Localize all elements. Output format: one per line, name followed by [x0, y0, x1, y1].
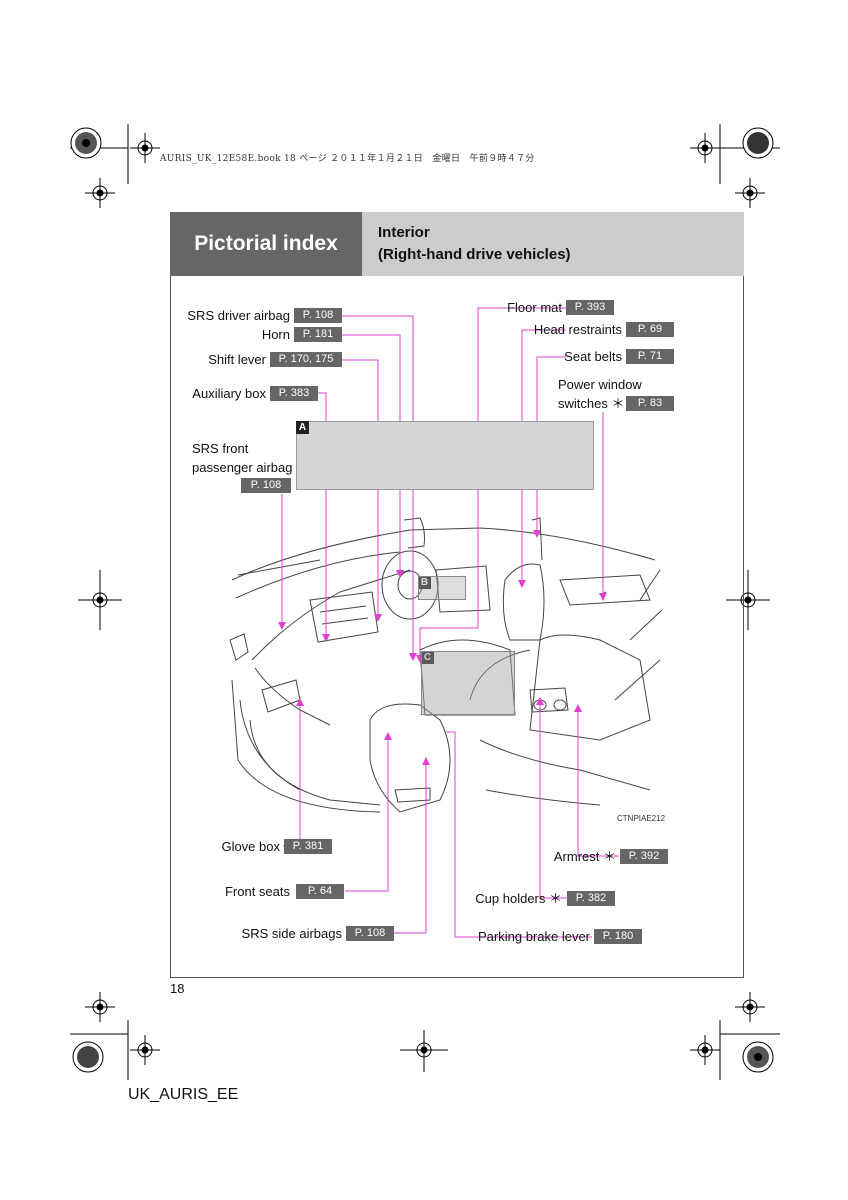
- car-interior-illustration: [229, 517, 663, 813]
- armrest-ref[interactable]: P. 392: [620, 849, 668, 864]
- auxiliary-box-label: Auxiliary box: [192, 386, 266, 401]
- page-title-line2: (Right-hand drive vehicles): [378, 246, 571, 263]
- horn-ref[interactable]: P. 181: [294, 327, 342, 342]
- detail-box-c: [421, 651, 515, 715]
- color-bar-circle-icon: [70, 127, 102, 159]
- registration-mark-icon: [735, 178, 765, 208]
- horn-label: Horn: [261, 327, 290, 342]
- registration-mark-icon: [78, 570, 122, 630]
- power-window-switches-ref[interactable]: P. 83: [626, 396, 674, 411]
- head-restraints-label: Head restraints: [533, 322, 622, 337]
- seat-belts-label: Seat belts: [564, 349, 622, 364]
- page-title-line1: Interior: [378, 224, 430, 241]
- srs-front-passenger-airbag-ref[interactable]: P. 108: [241, 478, 291, 493]
- floor-mat-label: Floor mat: [507, 300, 562, 315]
- marker-c: C: [421, 651, 434, 664]
- front-seats-label: Front seats: [224, 884, 290, 899]
- glove-box-label: Glove box: [221, 839, 280, 854]
- front-seats-ref[interactable]: P. 64: [296, 884, 344, 899]
- floor-mat-ref[interactable]: P. 393: [566, 300, 614, 315]
- marker-b: B: [418, 576, 431, 589]
- registration-mark-icon: [735, 992, 765, 1022]
- parking-brake-lever-ref[interactable]: P. 180: [594, 929, 642, 944]
- illustration-code: CTNPIAE212: [617, 814, 666, 823]
- registration-mark-icon: [130, 1035, 160, 1065]
- detail-box-b: [418, 576, 466, 600]
- footer-code: UK_AURIS_EE: [128, 1086, 239, 1103]
- marker-a: A: [296, 421, 309, 434]
- section-title: Pictorial index: [170, 212, 362, 276]
- color-bar-circle-icon: [72, 1041, 104, 1073]
- leader-lines: [281, 307, 619, 938]
- srs-front-passenger-airbag-label-1: SRS front: [192, 441, 249, 456]
- color-bar-circle-icon: [742, 127, 774, 159]
- registration-mark-icon: [130, 133, 160, 163]
- auxiliary-box-ref[interactable]: P. 383: [270, 386, 318, 401]
- srs-front-passenger-airbag-label-2: passenger airbag: [192, 460, 293, 475]
- registration-mark-icon: [690, 1035, 720, 1065]
- glove-box-ref[interactable]: P. 381: [284, 839, 332, 854]
- cup-holders-label: Cup holders ＊: [475, 891, 562, 906]
- cup-holders-ref[interactable]: P. 382: [567, 891, 615, 906]
- leader-arrowheads: [278, 530, 607, 765]
- head-restraints-ref[interactable]: P. 69: [626, 322, 674, 337]
- registration-mark-icon: [400, 1030, 448, 1072]
- srs-driver-airbag-label: SRS driver airbag: [187, 308, 290, 323]
- shift-lever-label: Shift lever: [208, 352, 266, 367]
- srs-side-airbags-ref[interactable]: P. 108: [346, 926, 394, 941]
- armrest-label: Armrest ＊: [553, 849, 616, 864]
- page-title: Interior (Right-hand drive vehicles): [362, 212, 744, 276]
- parking-brake-lever-label: Parking brake lever: [478, 929, 590, 944]
- power-window-switches-label-2: switches ＊: [558, 396, 625, 411]
- color-bar-circle-icon: [742, 1041, 774, 1073]
- srs-driver-airbag-ref[interactable]: P. 108: [294, 308, 342, 323]
- seat-belts-ref[interactable]: P. 71: [626, 349, 674, 364]
- registration-mark-icon: [85, 178, 115, 208]
- registration-mark-icon: [726, 570, 770, 630]
- power-window-switches-label-1: Power window: [558, 377, 642, 392]
- registration-mark-icon: [85, 992, 115, 1022]
- print-header: AURIS_UK_12E58E.book 18 ページ ２０１１年１月２１日 金…: [160, 154, 535, 164]
- shift-lever-ref[interactable]: P. 170, 175: [270, 352, 342, 367]
- page-number: 18: [170, 981, 185, 996]
- srs-side-airbags-label: SRS side airbags: [241, 926, 342, 941]
- registration-mark-icon: [690, 133, 720, 163]
- detail-box-a: [296, 421, 594, 490]
